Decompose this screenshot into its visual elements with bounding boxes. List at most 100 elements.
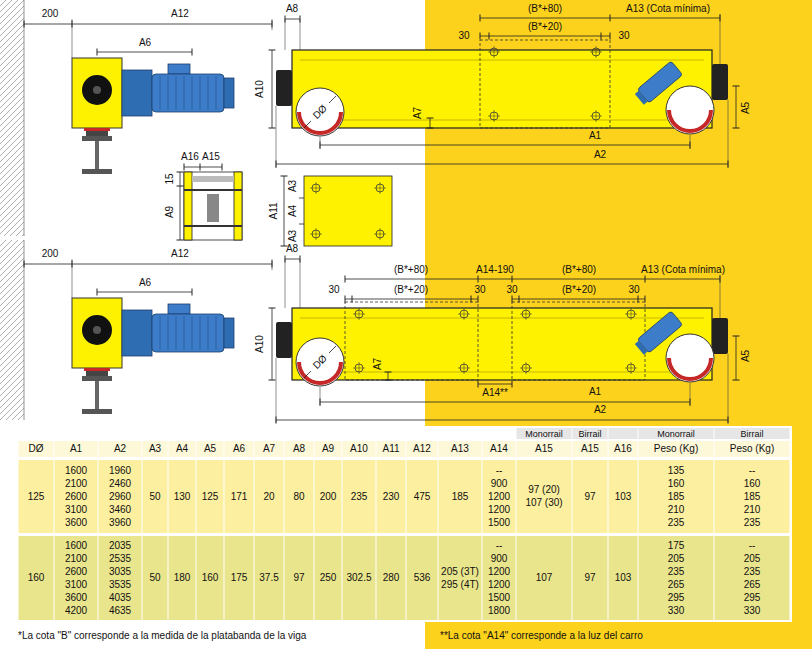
table-cell-ground [99, 441, 142, 457]
table-cell: 295 [668, 592, 685, 604]
table-cell: 3600 [65, 517, 87, 529]
drawing-part [690, 383, 691, 406]
drawing-part [625, 308, 637, 320]
dimension-label: 200 [42, 8, 59, 20]
table-cell: 97 [584, 491, 595, 503]
table-cell: 205 [744, 553, 761, 565]
dimension-label: A4 [287, 205, 299, 217]
table-cell-ground [315, 460, 342, 533]
drawing-part [345, 299, 478, 300]
dimension-label: A1 [589, 386, 601, 398]
drawing-part [320, 137, 321, 149]
table-cell: 97 [293, 572, 304, 584]
dimension-label: A3 [287, 180, 299, 192]
drawing-part [300, 19, 301, 50]
table-cell-ground [99, 460, 142, 533]
table-cell-ground [407, 536, 438, 620]
drawing-part [520, 362, 532, 374]
dimension-label: 15 [164, 173, 176, 184]
table-cell: 130 [174, 491, 191, 503]
drawing-part [625, 362, 637, 374]
dimension-label: A2 [594, 404, 606, 416]
drawing-part [480, 18, 720, 19]
table-cell: 3100 [65, 504, 87, 516]
table-cell: 235 [351, 491, 368, 503]
drawing-part [635, 341, 648, 355]
drawing-part [388, 372, 389, 380]
table-cell: 210 [668, 504, 685, 516]
dimension-label: A6 [139, 37, 151, 49]
dimension-label: A3 [287, 230, 299, 242]
dimension-label: (B*+80) [528, 3, 562, 15]
drawing-part [353, 362, 365, 374]
drawing-part [712, 64, 728, 100]
table-cell-ground [407, 441, 438, 457]
table-cell: 230 [383, 491, 400, 503]
table-cell: 3960 [109, 517, 131, 529]
section-detail [180, 167, 242, 240]
dimension-label: A13 (Cota mínima) [626, 3, 710, 15]
table-cell-ground [255, 536, 284, 620]
dimension-label: A9 [164, 206, 176, 218]
dimension-label: 30 [628, 284, 639, 296]
table-cell: 180 [174, 572, 191, 584]
table-cell: 135 [668, 465, 685, 477]
table-cell-ground [609, 441, 638, 457]
table-cell-ground [639, 536, 714, 620]
dimension-label: A12 [171, 8, 189, 20]
drawing-part [292, 50, 712, 128]
drawing-part [720, 14, 721, 64]
drawing-part [272, 50, 273, 128]
side-view [24, 259, 272, 414]
dimension-label: (B*+20) [394, 284, 428, 296]
table-cell-ground [55, 536, 98, 620]
table-cell: 20 [263, 491, 274, 503]
table-group-header: Monorrail [525, 428, 563, 438]
dimension-label: 200 [42, 248, 59, 260]
table-cell-ground [483, 441, 516, 457]
table-cell: 4035 [109, 592, 131, 604]
dimension-label: A5 [740, 102, 752, 114]
table-cell: 1960 [109, 465, 131, 477]
table-cell-ground [197, 536, 224, 620]
drawing-part [0, 0, 24, 236]
table-cell: 295 [744, 592, 761, 604]
table-group-header: Birrail [578, 428, 601, 438]
table-cell: 4635 [109, 605, 131, 617]
dimension-label: A1 [589, 130, 601, 142]
drawing-part [276, 420, 728, 421]
table-cell: 107 (30) [525, 497, 562, 509]
side-view [24, 19, 272, 174]
dimension-label: A8 [286, 243, 298, 255]
table-cell: 330 [744, 605, 761, 617]
table-header: A1 [70, 443, 82, 455]
drawing-part [720, 275, 721, 318]
drawing-part [285, 19, 286, 50]
table-header: A14 [490, 443, 508, 455]
table-cell-ground [285, 460, 314, 533]
drawing-part [310, 228, 322, 240]
drawing-part [304, 371, 311, 378]
table-cell: 160 [202, 572, 219, 584]
table-cell-ground [255, 460, 284, 533]
drawing-part [192, 176, 234, 182]
table-cell: 265 [668, 579, 685, 591]
table-cell: 107 [536, 572, 553, 584]
drawing-part [512, 302, 645, 380]
drawing-part [272, 308, 273, 380]
drawing-part [637, 311, 682, 353]
drawing-part [296, 88, 344, 136]
dimension-label: A6 [139, 277, 151, 289]
dimension-label: (B*+20) [528, 21, 562, 33]
table-cell: -- [496, 540, 503, 552]
table-cell: 97 (20) [528, 484, 560, 496]
table-cell-ground [315, 536, 342, 620]
drawing-part [488, 110, 500, 122]
table-cell-ground [407, 460, 438, 533]
spec-table [16, 426, 792, 622]
drawing-part [299, 224, 304, 225]
table-cell-ground [143, 536, 168, 620]
drawing-part [478, 384, 512, 385]
drawing-part [310, 182, 322, 194]
